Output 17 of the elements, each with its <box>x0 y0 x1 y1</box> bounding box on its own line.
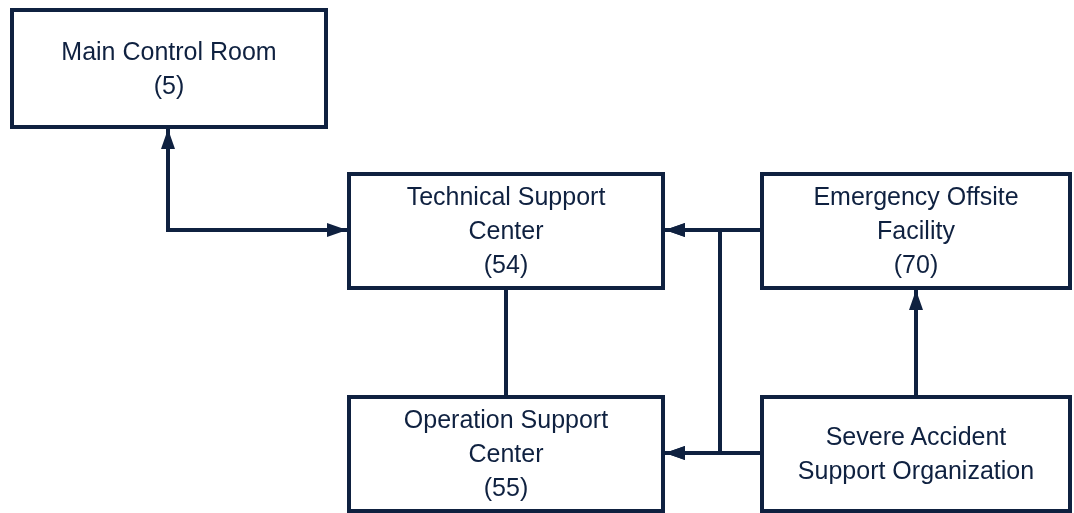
node-number: (5) <box>153 69 185 101</box>
node-number: (55) <box>483 471 529 503</box>
node-number: (70) <box>893 248 939 280</box>
process-box <box>760 395 1072 513</box>
node-label: Technical Support Center <box>405 181 607 247</box>
arrow <box>161 129 347 237</box>
node-number: (54) <box>483 248 529 280</box>
node-label: Emergency Offsite Facility <box>812 181 1020 247</box>
node-label: Operation Support Center <box>402 404 610 470</box>
arrow <box>909 290 923 395</box>
process-box <box>760 172 1072 290</box>
connector-line <box>504 290 508 395</box>
process-box <box>10 8 328 129</box>
node-label: Severe Accident Support Organization <box>796 421 1036 486</box>
node-label: Main Control Room <box>61 35 277 67</box>
process-box <box>347 395 665 513</box>
process-box <box>347 172 665 290</box>
